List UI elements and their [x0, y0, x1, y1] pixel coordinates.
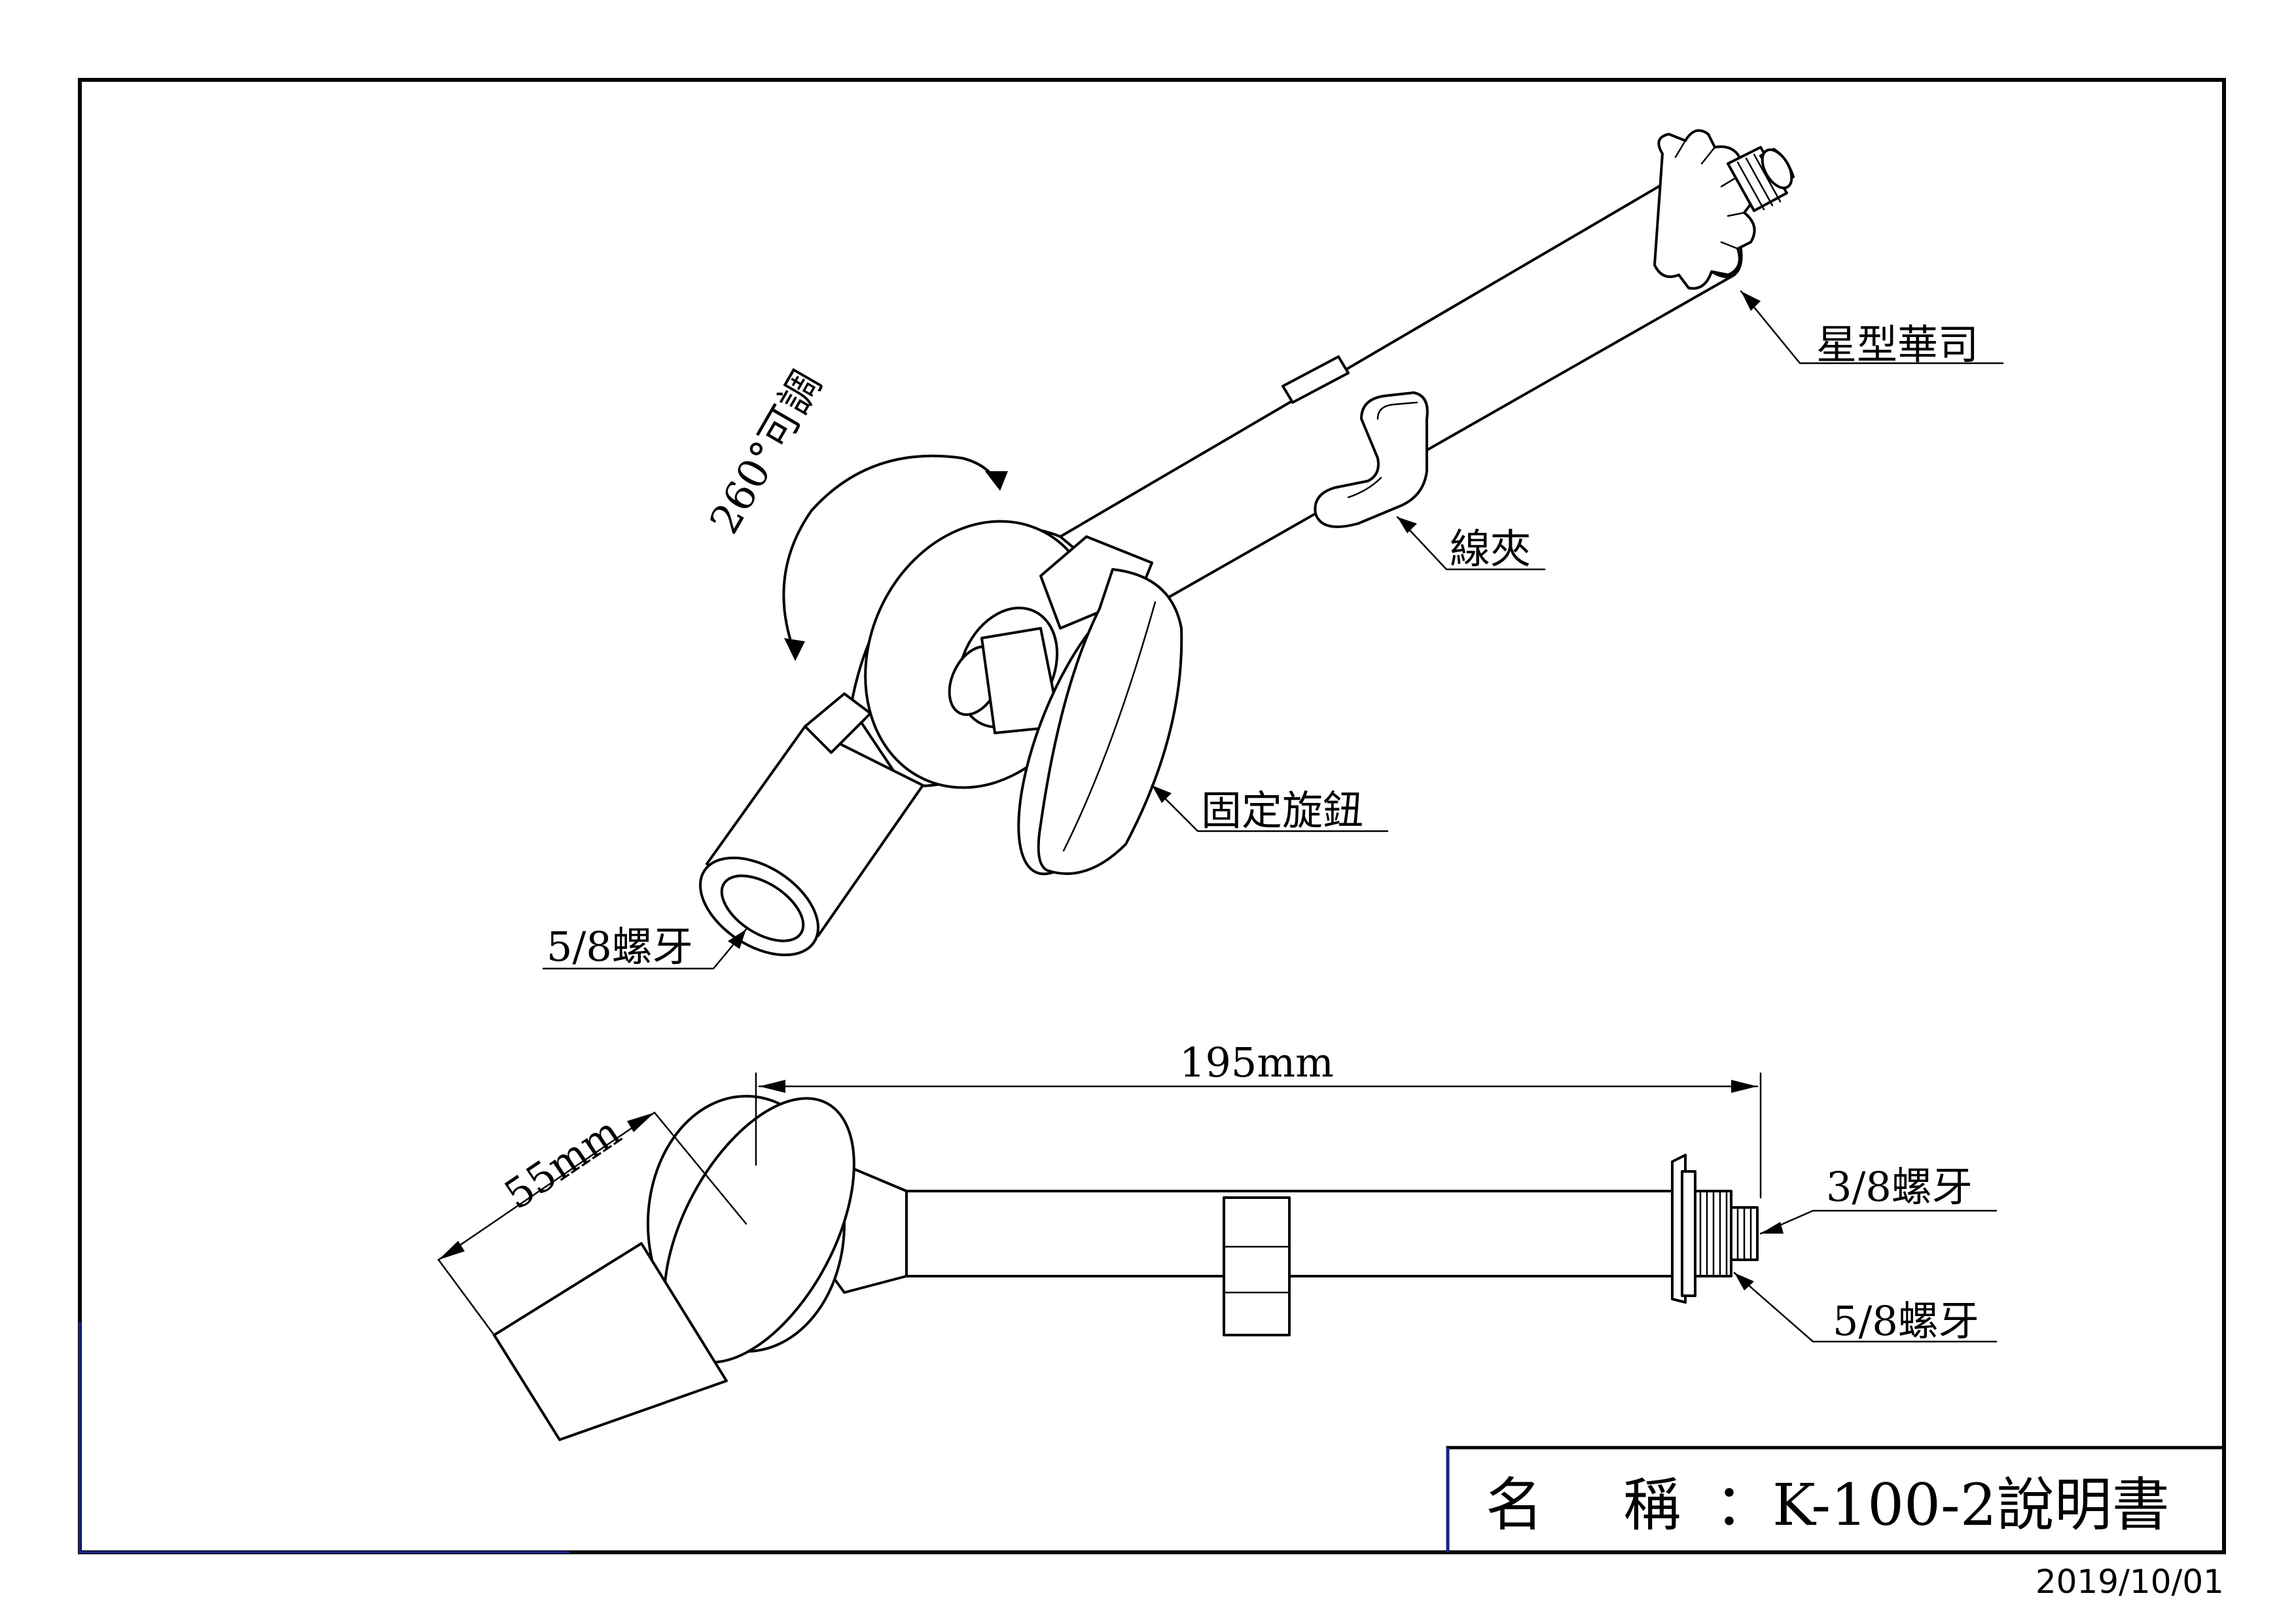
cable-clip-iso: [1314, 391, 1429, 528]
socket-tube-side: [493, 1242, 728, 1441]
tube-side: [902, 1190, 1683, 1277]
rotation-arrow: [782, 454, 1008, 661]
date-stamp: 2019/10/01: [2036, 1563, 2224, 1601]
dim-height-label: 55mm: [496, 1107, 630, 1219]
fixing-knob-iso: [1017, 535, 1183, 876]
callout-fixing-knob: 固定旋鈕: [1201, 787, 1363, 834]
cable-clip-side: [1223, 1196, 1291, 1336]
dim-length-label: 195mm: [1179, 1039, 1334, 1086]
socket-tube-iso: [698, 692, 924, 957]
cable-clip-back: [1282, 355, 1350, 404]
washer-side: [1671, 1154, 1696, 1304]
joint-disc-iso: [850, 520, 1101, 789]
name-label-2: 稱: [1623, 1471, 1681, 1539]
title-block: 名 稱 ：K-100-2說明書: [1446, 1446, 2226, 1554]
leader-thread-right-top: [1759, 1209, 1998, 1235]
drawing-frame: [78, 78, 2226, 1554]
frame-accent-left: [79, 1322, 569, 1554]
dim-length: [755, 1072, 1762, 1199]
isometric-view: 260°可調 星型華司 線夾 固定旋鈕 5/8螺牙: [542, 129, 2004, 971]
callout-thread-bottom-left: 5/8螺牙: [547, 923, 693, 971]
callout-thread-right-top: 3/8螺牙: [1826, 1163, 1973, 1211]
leader-star-washer: [1740, 290, 2004, 365]
leader-cable-clip: [1396, 516, 1546, 571]
leader-fixing-knob: [1151, 784, 1389, 832]
rotation-label: 260°可調: [700, 363, 831, 541]
leader-thread-right-bottom: [1733, 1272, 1998, 1343]
side-view: 195mm 55mm 3/8螺牙 5/8螺牙: [437, 1039, 1998, 1441]
callout-cable-clip: 線夾: [1450, 525, 1531, 573]
document-name: ：K-100-2說明書: [1715, 1471, 2170, 1539]
thread-stud-iso: [1727, 146, 1795, 212]
callout-thread-right-bottom: 5/8螺牙: [1833, 1297, 1979, 1345]
name-label: 名: [1486, 1471, 1543, 1539]
callout-star-washer: 星型華司: [1816, 321, 1979, 368]
thread-side: [1694, 1190, 1759, 1277]
dim-height: [437, 1111, 747, 1336]
leader-thread-bottom-left: [542, 928, 747, 970]
star-washer-iso: [1653, 129, 1756, 290]
